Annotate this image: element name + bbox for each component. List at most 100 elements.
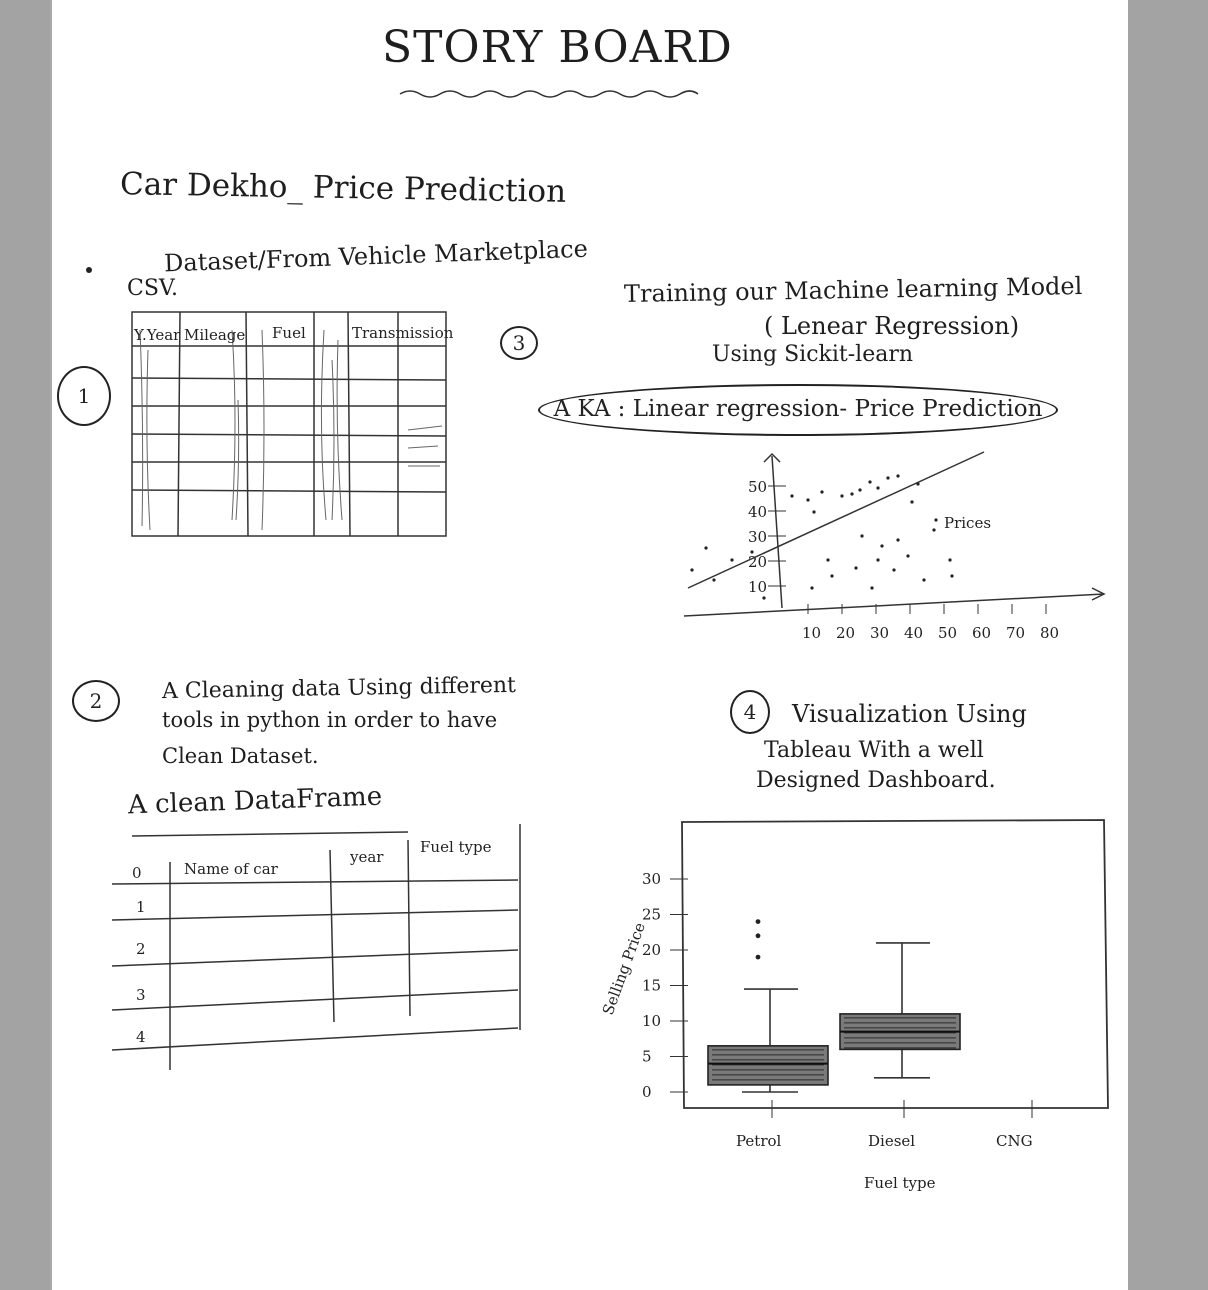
box-outlier <box>755 933 761 939</box>
scatter-x-tick-label: 70 <box>1006 624 1025 642</box>
scatter-point <box>820 490 824 494</box>
box-y-tick-label: 5 <box>642 1048 652 1066</box>
viz-line-3: Designed Dashboard. <box>756 768 996 793</box>
scatter-x-arrow <box>1091 587 1106 601</box>
scatter-point <box>876 558 880 562</box>
box-iqr <box>707 1045 829 1086</box>
box-y-tick-label: 25 <box>642 906 661 924</box>
scatter-point <box>730 558 734 562</box>
scatter-x-axis <box>683 593 1105 617</box>
box-y-tick-label: 0 <box>642 1083 652 1101</box>
scatter-y-axis <box>771 455 783 609</box>
scatter-point <box>806 498 810 502</box>
df-row-2: 2 <box>136 940 146 958</box>
scatter-y-tick-label: 30 <box>748 528 767 546</box>
scatter-point <box>906 554 910 558</box>
box-x-label: Fuel type <box>864 1174 936 1192</box>
scatter-point <box>790 494 794 498</box>
step-1-badge: 1 <box>57 366 111 426</box>
scatter-point <box>950 574 954 578</box>
scatter-series-label: Prices <box>944 514 991 532</box>
storyboard-page: STORY BOARD Y.Year Mileage Fuel Transmis… <box>52 0 1128 1290</box>
aka-bubble: A KA : Linear regression- Price Predicti… <box>538 384 1058 436</box>
scatter-point <box>704 546 708 550</box>
scatter-point <box>934 518 938 522</box>
csv-col-transmission: Transmission <box>352 324 454 342</box>
scatter-point <box>826 558 830 562</box>
csv-table-sketch <box>131 311 447 537</box>
df-row-3: 3 <box>136 986 146 1004</box>
scatter-point <box>880 544 884 548</box>
scatter-point <box>858 488 862 492</box>
box-x-tick-label: CNG <box>996 1132 1033 1150</box>
cleaning-line-2: tools in python in order to have <box>162 708 498 732</box>
scatter-point <box>762 596 766 600</box>
df-row-0: 0 <box>132 864 142 882</box>
viz-line-2: Tableau With a well <box>764 738 984 763</box>
doodles: Y.Year Mileage Fuel Transmission 0 1 2 3… <box>86 90 1109 1192</box>
scatter-point <box>916 482 920 486</box>
df-col-year: year <box>349 848 384 866</box>
boxplot-frame <box>681 819 1109 1109</box>
scatter-point <box>868 480 872 484</box>
scatter-y-tick-label: 50 <box>748 478 767 496</box>
viz-line-1: Visualization Using <box>792 700 1027 728</box>
csv-col-mileage: Mileage <box>184 326 245 344</box>
box-y-tick-label: 10 <box>642 1012 661 1030</box>
scatter-point <box>922 578 926 582</box>
scatter-y-tick-label: 10 <box>748 578 767 596</box>
step-2-badge: 2 <box>72 680 120 722</box>
box-y-label: Selling Price <box>599 920 649 1017</box>
scatter-point <box>840 494 844 498</box>
csv-label: CSV. <box>127 276 178 301</box>
scatter-point <box>750 550 754 554</box>
right-margin <box>1128 0 1208 1290</box>
box-y-tick-label: 30 <box>642 870 661 888</box>
scatter-point <box>886 476 890 480</box>
df-row-1: 1 <box>136 898 146 916</box>
df-col-name: Name of car <box>184 860 279 878</box>
scatter-x-tick-label: 80 <box>1040 624 1059 642</box>
dataframe-table-sketch <box>111 824 521 1070</box>
step-4-badge: 4 <box>730 690 770 734</box>
scatter-x-tick-label: 60 <box>972 624 991 642</box>
scatter-point <box>910 500 914 504</box>
scatter-point <box>932 528 936 532</box>
scatter-point <box>896 538 900 542</box>
box-x-tick-label: Diesel <box>868 1132 915 1150</box>
scatter-x-tick-label: 10 <box>802 624 821 642</box>
scatter-point <box>810 586 814 590</box>
cleaning-line-3: Clean Dataset. <box>162 744 319 768</box>
training-line-2: ( Lenear Regression) <box>764 312 1020 340</box>
box-y-tick-label: 15 <box>642 977 661 995</box>
regression-line <box>687 451 985 589</box>
scatter-point <box>948 558 952 562</box>
csv-col-fuel: Fuel <box>272 324 306 342</box>
scatter-x-tick-label: 20 <box>836 624 855 642</box>
scatter-x-tick-label: 30 <box>870 624 889 642</box>
scatter-x-tick-label: 50 <box>938 624 957 642</box>
bullet-dot <box>86 267 92 273</box>
scatter-point <box>854 566 858 570</box>
box-x-tick-label: Petrol <box>736 1132 782 1150</box>
scatter-point <box>830 574 834 578</box>
box-y-tick-label: 20 <box>642 941 661 959</box>
scatter-point <box>896 474 900 478</box>
df-col-fuel: Fuel type <box>420 838 492 856</box>
scatter-point <box>690 568 694 572</box>
csv-col-year: Y.Year <box>133 326 181 344</box>
box-outlier <box>755 919 761 924</box>
scatter-y-tick-label: 40 <box>748 503 767 521</box>
scatter-point <box>850 492 854 496</box>
training-line-3: Using Sickit-learn <box>712 342 914 367</box>
box-outlier <box>755 954 761 960</box>
scatter-y-arrow <box>763 452 781 463</box>
df-row-4: 4 <box>136 1028 146 1046</box>
step-3-badge: 3 <box>500 326 538 360</box>
scatter-point <box>876 486 880 490</box>
scatter-x-tick-label: 40 <box>904 624 923 642</box>
scatter-point <box>892 568 896 572</box>
scatter-point <box>812 510 816 514</box>
